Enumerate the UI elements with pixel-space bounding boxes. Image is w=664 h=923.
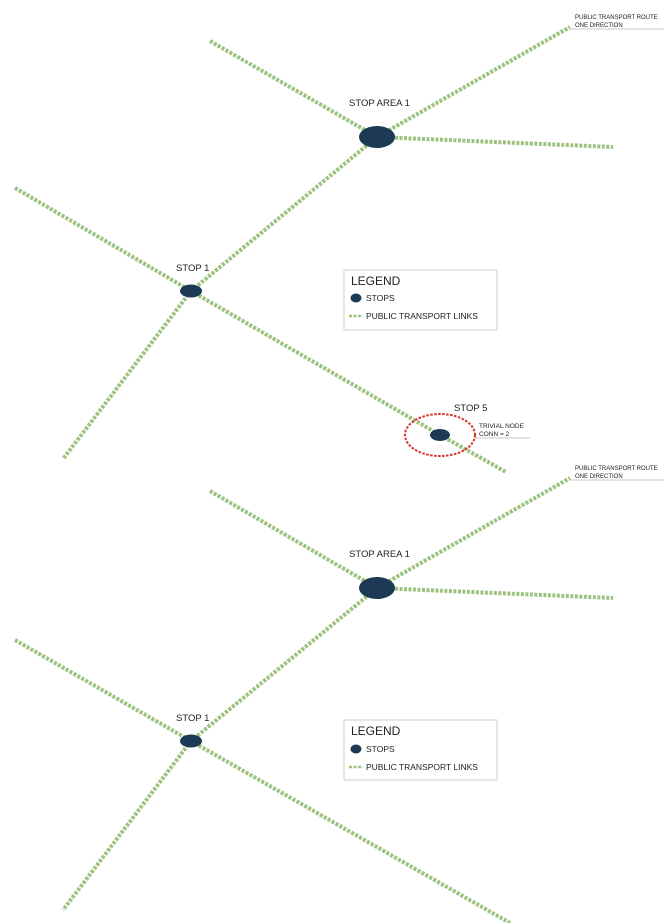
route-note-line2: ONE DIRECTION — [575, 474, 623, 480]
legend-stops-label: STOPS — [366, 293, 395, 303]
stop-1-label: STOP 1 — [176, 263, 209, 274]
stop-5-marker — [430, 429, 450, 441]
legend-stop-symbol — [350, 744, 362, 754]
link-stop-area-to-route-end — [376, 476, 571, 590]
stop-area-1-marker — [359, 577, 395, 599]
link-left-to-stop1 — [13, 186, 193, 293]
trivial-node-highlight-circle — [404, 413, 476, 457]
link-stop1-to-bottom-right — [190, 739, 511, 923]
link-stop1-to-stop5 — [189, 289, 442, 437]
link-stop5-to-end — [439, 433, 507, 474]
link-stop-area-to-stop1 — [189, 135, 379, 293]
link-stop-area-to-stop1 — [189, 586, 379, 743]
legend-links-label: PUBLIC TRANSPORT LINKS — [366, 762, 478, 772]
legend-title: LEGEND — [351, 724, 401, 738]
route-note-line2: ONE DIRECTION — [575, 23, 623, 29]
legend-stop-symbol — [350, 293, 362, 303]
legend-title: LEGEND — [351, 274, 401, 288]
legend-links-label: PUBLIC TRANSPORT LINKS — [366, 311, 478, 321]
stop-1-marker — [180, 734, 202, 748]
top-panel: STOP AREA 1 STOP 1 STOP 5 PUBLIC TRANSPO… — [13, 15, 664, 474]
link-stop-area-to-route-end — [376, 25, 571, 139]
trivial-node-line2: CONN = 2 — [479, 431, 510, 438]
legend-box — [343, 269, 498, 331]
link-stop1-to-bottom-left — [61, 739, 193, 912]
link-left-to-stop1 — [14, 638, 192, 743]
stop-area-1-label: STOP AREA 1 — [349, 98, 410, 109]
legend-bottom: LEGEND STOPS PUBLIC TRANSPORT LINKS — [343, 719, 498, 781]
legend-stops-label: STOPS — [366, 744, 395, 754]
link-stop1-to-bottom-left — [61, 289, 193, 461]
link-stop-area-to-right — [376, 135, 614, 149]
top-links — [13, 25, 614, 474]
stop-5-label: STOP 5 — [454, 403, 487, 414]
link-stop-area-to-right — [376, 586, 614, 600]
bottom-panel: STOP AREA 1 STOP 1 PUBLIC TRANSPORT ROUT… — [14, 466, 664, 923]
stop-1-label: STOP 1 — [176, 713, 209, 724]
stop-area-1-label: STOP AREA 1 — [349, 549, 410, 560]
stop-1-marker — [180, 284, 202, 298]
link-top-left-to-stop-area — [209, 39, 378, 139]
legend-top: LEGEND STOPS PUBLIC TRANSPORT LINKS — [343, 269, 498, 331]
bottom-links — [14, 476, 614, 923]
trivial-node-line1: TRIVIAL NODE — [479, 423, 525, 430]
stop-area-1-marker — [359, 126, 395, 148]
link-top-left-to-stop-area — [208, 489, 379, 590]
route-note-line1: PUBLIC TRANSPORT ROUTE — [575, 15, 658, 21]
legend-box — [343, 719, 498, 781]
route-note-line1: PUBLIC TRANSPORT ROUTE — [575, 466, 658, 472]
